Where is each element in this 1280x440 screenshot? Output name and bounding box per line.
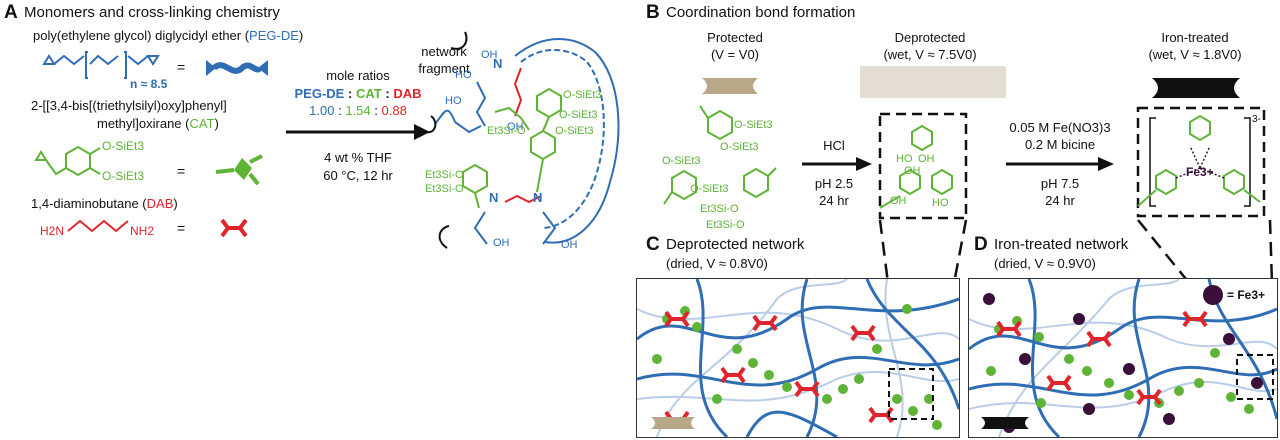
iron-zoom-box: 3- Fe3+	[1136, 106, 1266, 218]
svg-text:OH: OH	[493, 237, 510, 249]
ratio-values: 1.00 : 1.54 : 0.88	[309, 103, 407, 118]
svg-text:N: N	[533, 190, 542, 205]
svg-text:OH: OH	[904, 165, 921, 177]
complex-charge: 3-	[1252, 114, 1261, 125]
panel-b-letter: B	[646, 2, 660, 23]
fe-label: Fe3+	[1186, 165, 1214, 179]
dab-structure: H2N NH2	[40, 219, 154, 238]
svg-text:O-SiEt3: O-SiEt3	[734, 119, 773, 131]
fe-legend-icon	[1203, 285, 1223, 305]
svg-text:HO: HO	[445, 95, 462, 107]
dab-label: 1,4-diaminobutane (DAB)	[31, 196, 178, 211]
svg-text:Et3Si-O: Et3Si-O	[425, 169, 464, 181]
panel-a-title: Monomers and cross-linking chemistry	[24, 4, 280, 21]
svg-text:Et3Si-O: Et3Si-O	[700, 203, 739, 215]
panel-c-title: Deprotected network	[666, 236, 805, 253]
svg-text:Et3Si-O: Et3Si-O	[706, 219, 745, 231]
panel-c-subtitle: (dried, V ≈ 0.8V0)	[666, 256, 768, 271]
svg-text:O-SiEt3: O-SiEt3	[563, 89, 602, 101]
deprotected-volume: (wet, V ≈ 7.5V0)	[883, 47, 977, 62]
panel-a-letter: A	[4, 2, 18, 23]
panel-c-letter: C	[646, 234, 660, 255]
svg-text:O-SiEt3: O-SiEt3	[690, 183, 729, 195]
svg-text:O-SiEt3: O-SiEt3	[720, 141, 759, 153]
svg-text:O-SiEt3: O-SiEt3	[559, 109, 598, 121]
iron-network-svg	[969, 279, 1277, 437]
deprotected-network-svg	[637, 279, 959, 437]
pegde-structure: n ≈ 8.5	[42, 51, 168, 91]
svg-text:N: N	[493, 56, 502, 71]
svg-text:O-SiEt3: O-SiEt3	[555, 125, 594, 137]
deprotected-gel-sample	[860, 66, 1006, 98]
network-fragment-structure: N N N HO OH HO OH OH OH O-SiEt3 O-SiEt3 …	[425, 31, 620, 251]
reaction-arrow-a	[286, 124, 430, 140]
reaction-arrow-b1	[802, 157, 872, 171]
step2-time: 24 hr	[1045, 193, 1075, 208]
cat-label-1: 2-[[3,4-bis[(triethylsilyl)oxy]phenyl]	[31, 98, 227, 113]
pegde-icon	[206, 60, 268, 76]
panel-b-title: Coordination bond formation	[666, 4, 856, 21]
svg-text:HO: HO	[896, 153, 913, 165]
svg-text:OH: OH	[507, 121, 524, 133]
protected-volume: (V = V0)	[710, 47, 760, 62]
step2-iron: 0.05 M Fe(NO3)3	[1009, 120, 1111, 135]
svg-text:O-SiEt3: O-SiEt3	[102, 169, 144, 183]
dab-icon	[220, 218, 248, 238]
svg-text:HO: HO	[455, 69, 472, 81]
panel-d-subtitle: (dried, V ≈ 0.9V0)	[994, 256, 1096, 271]
pegde-label: poly(ethylene glycol) diglycidyl ether (…	[33, 28, 304, 43]
step2-bicine: 0.2 M bicine	[1024, 137, 1096, 152]
iron-gel-sample	[1152, 78, 1240, 98]
svg-text:O-SiEt3: O-SiEt3	[102, 139, 144, 153]
step2-ph: pH 7.5	[1040, 176, 1080, 191]
svg-text:OH: OH	[561, 239, 578, 251]
svg-text:Et3Si-O: Et3Si-O	[425, 183, 464, 195]
svg-text:N: N	[489, 190, 498, 205]
deprotected-zoom-box: HO OH OH OH HO	[878, 112, 968, 220]
panel-d-title: Iron-treated network	[994, 236, 1129, 253]
step1-time: 24 hr	[819, 193, 849, 208]
svg-text:NH2: NH2	[130, 224, 154, 238]
iron-network-illustration: = Fe3+	[968, 278, 1278, 438]
equals-3: =	[177, 220, 186, 236]
equals-1: =	[177, 59, 186, 75]
fe-legend-label: = Fe3+	[1227, 288, 1266, 302]
protected-molecule: O-SiEt3 O-SiEt3 O-SiEt3 O-SiEt3 Et3Si-O …	[662, 105, 777, 231]
mole-ratios-title: mole ratios	[326, 68, 390, 83]
condition-solvent: 4 wt % THF	[324, 150, 392, 165]
iron-treated-volume: (wet, V ≈ 1.8V0)	[1148, 47, 1242, 62]
network-fragment-label-1: network	[421, 44, 467, 59]
step1-ph: pH 2.5	[814, 176, 854, 191]
pegde-n-label: n ≈ 8.5	[130, 77, 168, 91]
deprotected-dried-gel	[651, 417, 695, 429]
deprotected-network-illustration	[636, 278, 960, 438]
step1-reagent: HCl	[823, 138, 845, 153]
protected-label: Protected	[707, 30, 763, 45]
cat-label-2: methyl]oxirane (CAT)	[97, 116, 219, 131]
iron-treated-label: Iron-treated	[1161, 30, 1229, 45]
svg-text:O-SiEt3: O-SiEt3	[662, 155, 701, 167]
panel-d-letter: D	[974, 234, 988, 255]
reaction-arrow-b2	[1006, 157, 1114, 171]
svg-text:OH: OH	[918, 153, 935, 165]
protected-gel-sample	[702, 78, 758, 94]
svg-text:Et3Si-O: Et3Si-O	[487, 125, 526, 137]
svg-text:HO: HO	[932, 197, 949, 209]
ratio-species: PEG-DE : CAT : DAB	[294, 86, 422, 101]
cat-structure: O-SiEt3 O-SiEt3	[34, 139, 144, 183]
equals-2: =	[177, 163, 186, 179]
iron-dried-gel	[981, 417, 1029, 429]
svg-text:OH: OH	[890, 195, 907, 207]
deprotected-label: Deprotected	[894, 30, 966, 45]
cat-icon	[215, 154, 263, 186]
svg-text:OH: OH	[481, 49, 498, 61]
svg-text:H2N: H2N	[40, 224, 64, 238]
network-fragment-label-2: fragment	[418, 61, 470, 76]
condition-temp: 60 °C, 12 hr	[323, 168, 393, 183]
